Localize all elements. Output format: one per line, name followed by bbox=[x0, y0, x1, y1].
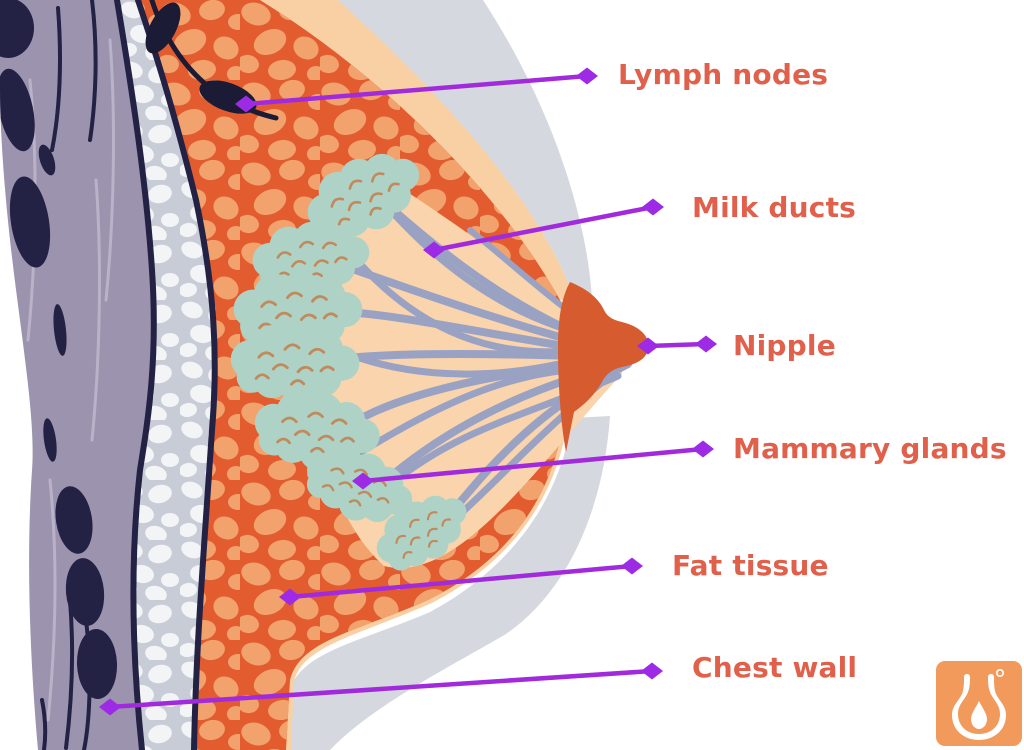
label-fat-tissue: Fat tissue bbox=[672, 548, 829, 582]
chest-wall-muscle bbox=[0, 0, 218, 750]
label-chest-wall: Chest wall bbox=[692, 650, 858, 684]
ribs bbox=[0, 0, 118, 699]
label-nipple: Nipple bbox=[733, 328, 836, 362]
nipple bbox=[558, 282, 649, 452]
muscle-fibers bbox=[40, 0, 98, 750]
label-milk-ducts: Milk ducts bbox=[692, 190, 857, 224]
registered-mark-icon bbox=[995, 668, 1004, 677]
tissue-boundary-lines bbox=[114, 0, 218, 750]
body-silhouette bbox=[285, 0, 610, 750]
label-mammary-glands: Mammary glands bbox=[733, 431, 1007, 465]
brand-logo-icon bbox=[952, 668, 1006, 740]
brand-logo bbox=[936, 661, 1022, 746]
label-lymph-nodes: Lymph nodes bbox=[618, 57, 829, 91]
